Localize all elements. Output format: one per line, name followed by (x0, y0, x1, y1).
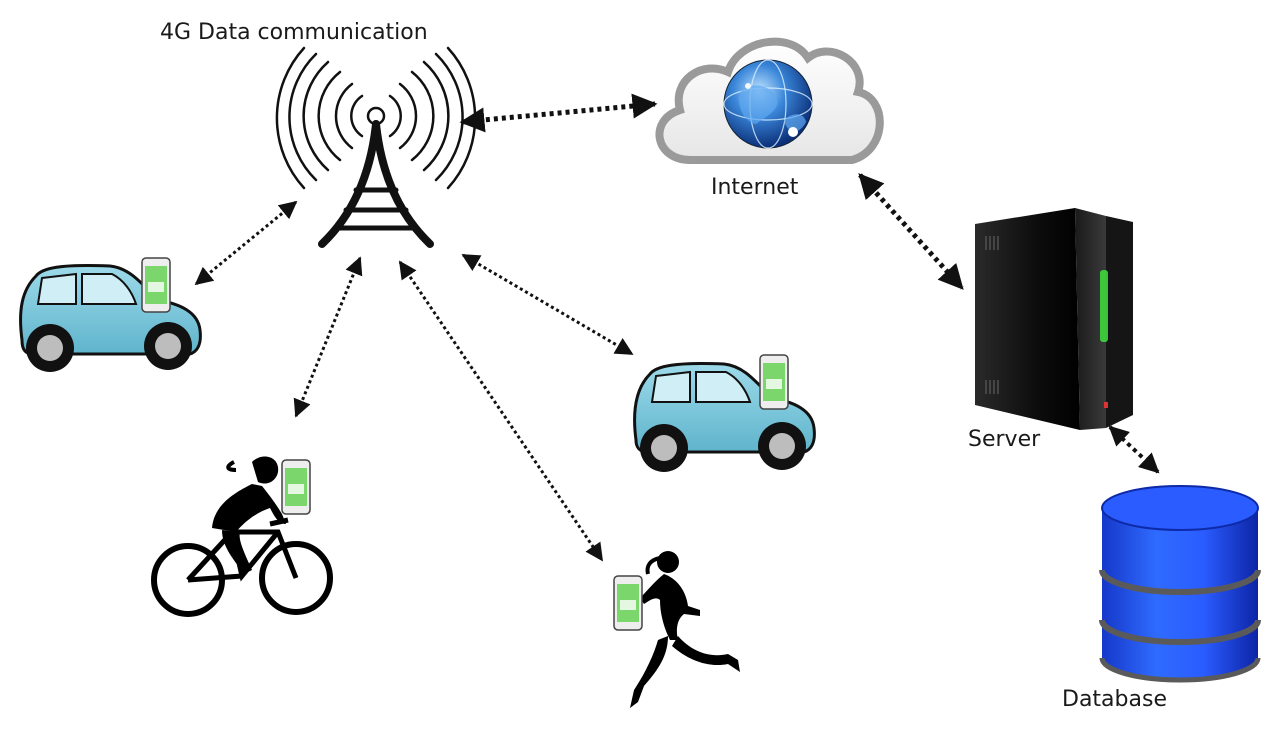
cyclist-icon (151, 456, 333, 617)
link-internet-server (858, 173, 964, 290)
internet-label: Internet (711, 175, 799, 200)
car-left (19, 257, 202, 372)
car-right (633, 354, 816, 472)
links (194, 93, 1160, 562)
car-icon (19, 264, 202, 372)
tower-label: 4G Data communication (160, 20, 428, 45)
link-tower-cyclist (293, 256, 363, 418)
server-tower-icon (975, 208, 1133, 430)
cell-tower-icon (275, 46, 477, 248)
smartphone-icon (141, 257, 171, 313)
runner (613, 551, 740, 708)
link-server-database (1108, 425, 1160, 474)
database-cylinder-icon (1099, 485, 1261, 683)
server-label: Server (968, 427, 1041, 452)
link-tower-car-right (461, 253, 634, 356)
runner-icon (630, 551, 740, 708)
car-icon (633, 362, 816, 472)
smartphone-icon (613, 575, 643, 631)
link-tower-internet (459, 93, 658, 133)
cyclist (151, 456, 333, 617)
database-label: Database (1062, 687, 1167, 712)
link-tower-runner (398, 260, 604, 562)
smartphone-icon (759, 354, 789, 410)
smartphone-icon (281, 459, 311, 515)
link-tower-car-left (194, 200, 298, 286)
cloud-globe-icon (655, 37, 884, 164)
